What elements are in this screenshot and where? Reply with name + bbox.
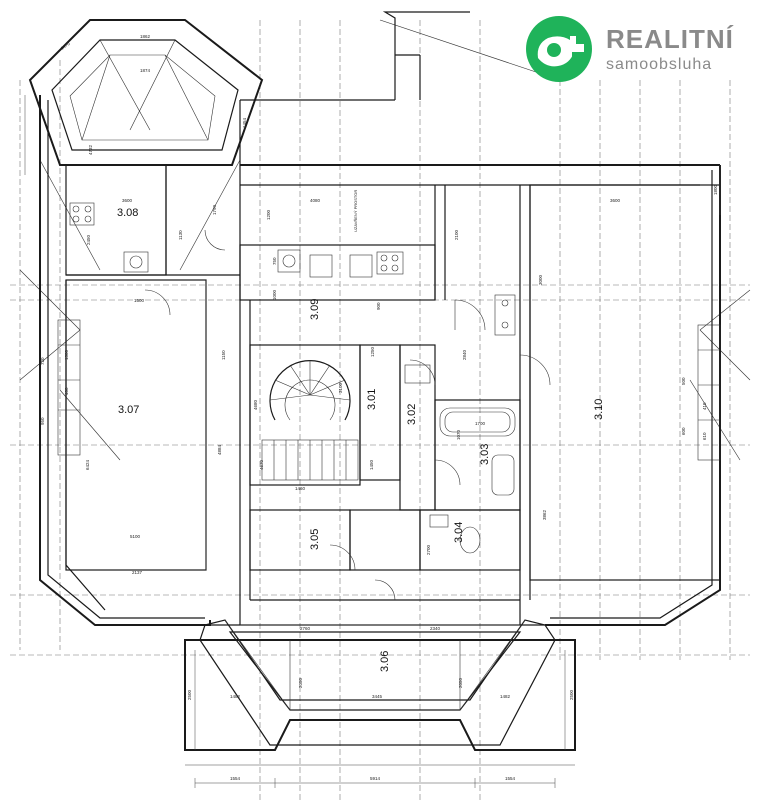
bay-window-north xyxy=(28,19,264,166)
dim-text: 4670 xyxy=(259,459,264,470)
dim-text: 1300 xyxy=(64,349,69,360)
dim-text: 2500 xyxy=(569,689,574,700)
dim-text: 1500 xyxy=(134,298,145,303)
dim-text: 2700 xyxy=(426,544,431,555)
dim-text: 1482 xyxy=(230,694,241,699)
room-3-04-label: 3.04 xyxy=(453,522,465,543)
dim-text: 5100 xyxy=(130,534,141,539)
outer-walls xyxy=(39,11,721,626)
dim-text: 1862 xyxy=(140,34,151,39)
dim-text: 1150 xyxy=(221,350,226,360)
dim-text: 1200 xyxy=(266,209,271,220)
side-windows xyxy=(57,319,721,461)
kitchen-fixtures xyxy=(69,202,404,278)
dim-text: 2840 xyxy=(462,349,467,360)
dim-text: 1470 xyxy=(60,41,71,51)
dimension-lines xyxy=(24,95,721,788)
dim-text: 600 xyxy=(681,427,686,435)
dim-text: 720 xyxy=(40,357,45,365)
dim-text: 4680 xyxy=(253,399,258,410)
roof-guide-lines xyxy=(10,19,751,800)
spiral-staircase xyxy=(261,360,359,481)
dim-text: 900 xyxy=(376,302,381,310)
room-3-07-label: 3.07 xyxy=(118,404,139,416)
dimension-texts: 1862 1874 1470 4732 1454 3600 3600 4080 … xyxy=(40,34,718,781)
room-labels: 3.08 3.07 3.09 3.10 3.01 3.02 3.03 3.04 … xyxy=(117,190,605,672)
dim-text: 1000 xyxy=(272,289,277,300)
dim-text: 3445 xyxy=(372,694,383,699)
dim-text: 2100 xyxy=(454,229,459,240)
dim-text: 1800 xyxy=(713,184,718,195)
dim-text: 750 xyxy=(272,257,277,265)
dim-text: 2340 xyxy=(430,626,441,631)
dim-text: 3100 xyxy=(338,382,343,393)
dim-text: 2760 xyxy=(300,626,311,631)
interior-walls xyxy=(65,164,721,625)
dim-text: 1874 xyxy=(140,68,151,73)
room-3-01-label: 3.01 xyxy=(366,389,378,410)
dim-text: 6424 xyxy=(85,459,90,470)
dim-text: 1450 xyxy=(369,459,374,470)
dim-text: 610 xyxy=(702,432,707,440)
room-3-06-label: 3.06 xyxy=(379,651,391,672)
key-icon xyxy=(526,16,592,82)
dim-text: 2050 xyxy=(298,677,303,688)
dim-text: 1250 xyxy=(370,346,375,357)
dim-text: 2500 xyxy=(187,689,192,700)
room-3-03-label: 3.03 xyxy=(479,444,491,465)
bathroom-fixtures xyxy=(404,294,516,554)
realitni-samoobsluha-logo: REALITNÍ samoobsluha xyxy=(520,14,760,86)
logo-subtitle: samoobsluha xyxy=(606,56,713,73)
dim-text: 1554 xyxy=(505,776,516,781)
dim-text: 3862 xyxy=(542,509,547,520)
dim-text: 410 xyxy=(702,402,707,410)
dim-text: 1482 xyxy=(500,694,511,699)
dim-text: 1554 xyxy=(230,776,241,781)
room-3-05-label: 3.05 xyxy=(309,529,321,550)
dim-text: 500 xyxy=(681,377,686,385)
bay-window-south xyxy=(184,619,576,751)
dim-text: 2050 xyxy=(458,677,463,688)
dim-text: 2137 xyxy=(132,570,143,575)
door-swings xyxy=(144,229,551,601)
dim-text: 4884 xyxy=(217,444,222,455)
dim-text: 1700 xyxy=(475,421,486,426)
room-3-09-label: 3.09 xyxy=(309,299,321,320)
dim-text: 5914 xyxy=(370,776,381,781)
dim-text: 1790 xyxy=(212,204,217,215)
dim-text: 3600 xyxy=(610,198,621,203)
storage-label: UZAVŘENÝ PROSTOR xyxy=(353,190,358,232)
dim-text: 3600 xyxy=(122,198,133,203)
dim-text: 2450 xyxy=(86,234,91,245)
dim-text: 400 xyxy=(64,387,69,395)
room-3-10-label: 3.10 xyxy=(593,399,605,420)
room-3-08-label: 3.08 xyxy=(117,207,138,219)
dim-text: 4080 xyxy=(310,198,321,203)
dim-text: 3000 xyxy=(538,274,543,285)
dim-text: 4732 xyxy=(88,144,93,155)
dim-text: 950 xyxy=(40,417,45,425)
room-3-02-label: 3.02 xyxy=(406,404,418,425)
logo-title: REALITNÍ xyxy=(606,24,734,54)
dim-text: 1454 xyxy=(242,117,247,128)
dim-text: 1130 xyxy=(178,230,183,240)
dim-text: 1070 xyxy=(456,429,461,440)
dim-text: 1460 xyxy=(295,486,306,491)
